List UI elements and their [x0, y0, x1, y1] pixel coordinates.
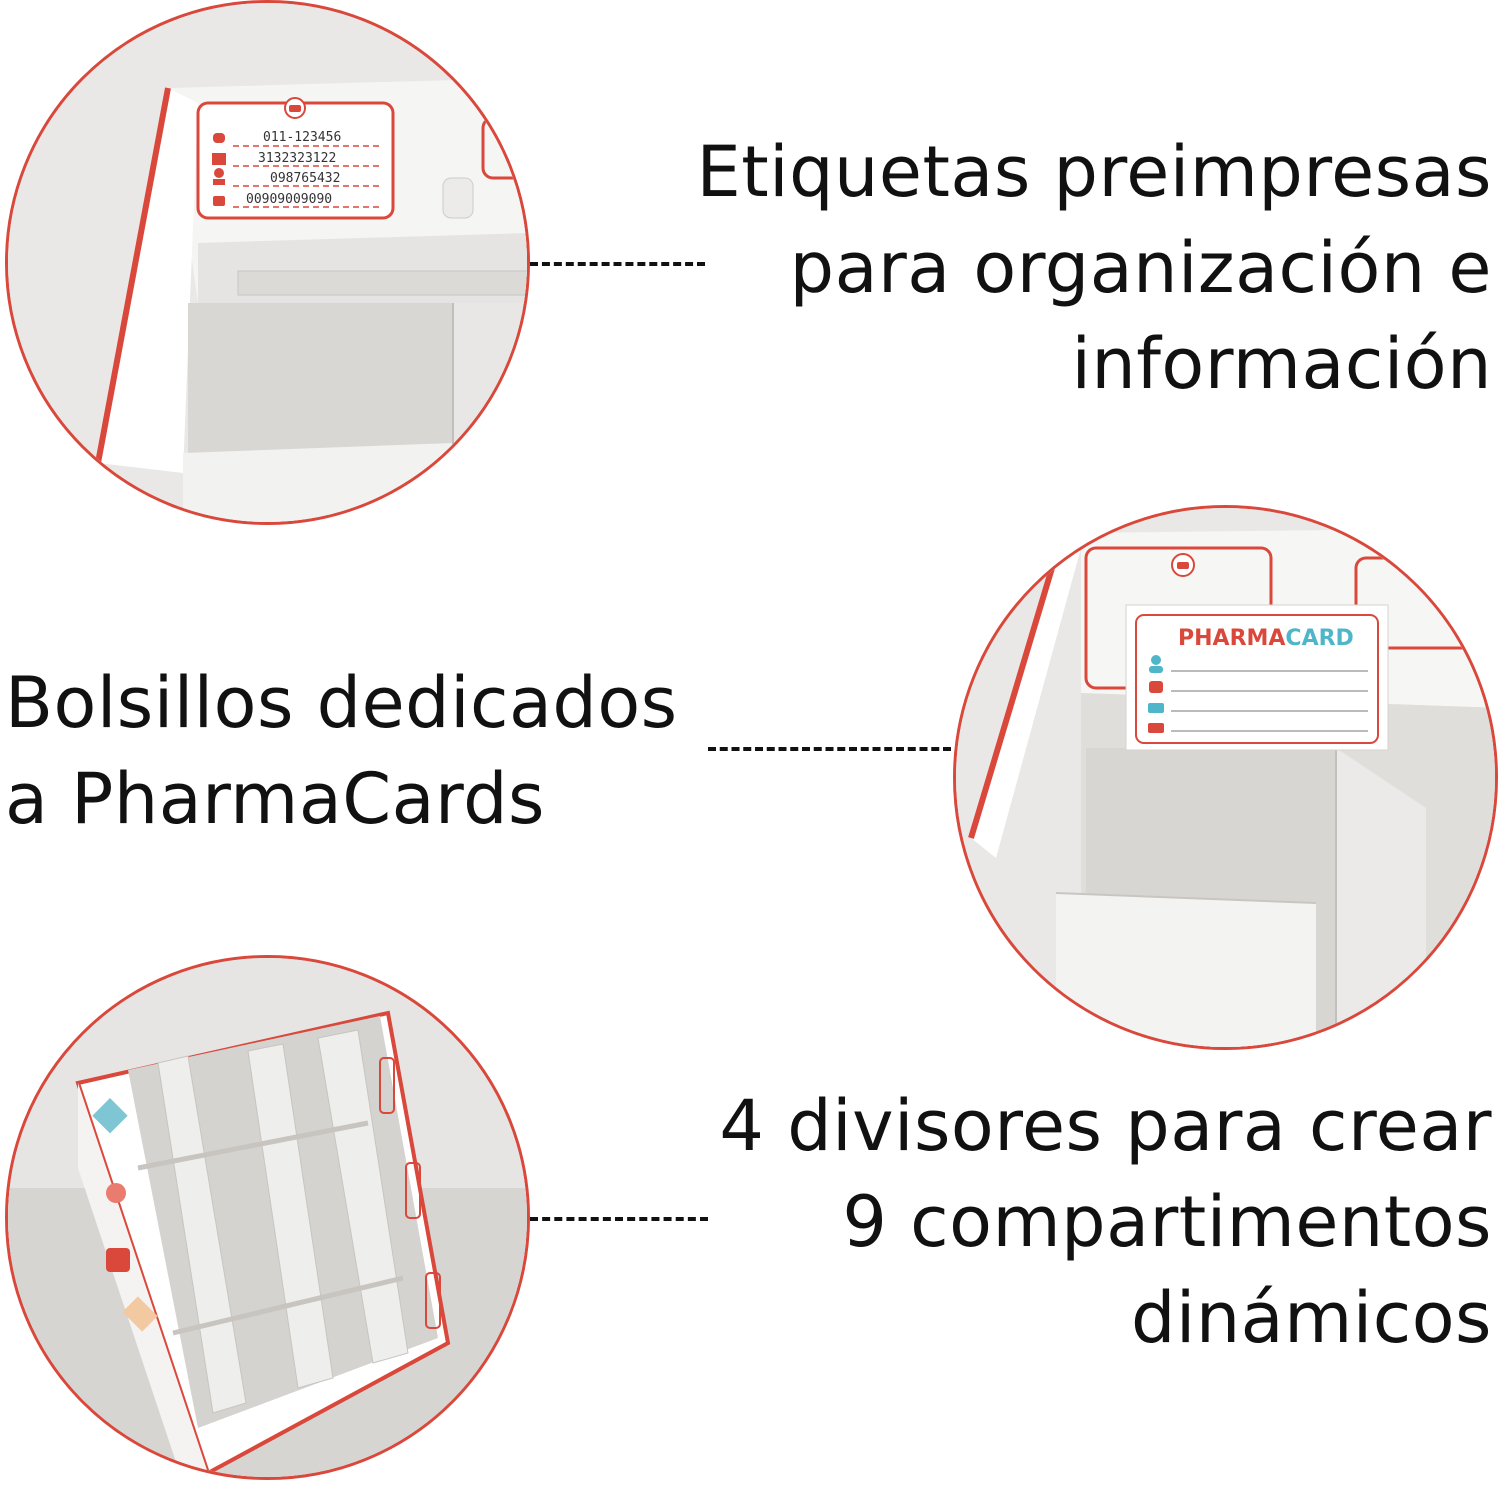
pharmacard-title-pharma: PHARMA [1178, 626, 1285, 651]
alarm-light-icon [213, 133, 225, 143]
labels-closeup-photo: 011-123456 3132323122 098765432 00909009… [5, 0, 530, 525]
telephone-icon [284, 97, 306, 119]
first-aid-icon [1148, 723, 1164, 733]
caption-line: 4 divisores para crear [719, 1085, 1492, 1167]
caption-line: 9 compartimentos [842, 1181, 1492, 1263]
label-code-value: 00909009090 [246, 192, 332, 207]
telephone-icon [1171, 553, 1195, 577]
dividers-closeup-photo [5, 955, 530, 1480]
caption-line: dinámicos [1130, 1277, 1492, 1359]
label-hospital-value: 3132323122 [258, 151, 336, 166]
doctor-icon [213, 168, 225, 185]
person-icon [1149, 655, 1163, 673]
caption-labels: Etiquetas preimpresas para organización … [696, 124, 1492, 412]
connector-line-3 [530, 1217, 708, 1221]
pharmacard-title-card: CARD [1285, 626, 1353, 651]
caption-line: Etiquetas preimpresas [696, 131, 1492, 213]
pill-bottle-icon [1149, 681, 1163, 693]
svg-text:PHARMACARD: PHARMACARD [1178, 626, 1354, 651]
connector-line-2 [708, 747, 951, 751]
pharmacard: PHARMACARD [1125, 604, 1389, 751]
connector-line-1 [530, 262, 705, 266]
caption-line: Bolsillos dedicados [5, 662, 678, 744]
caption-pockets: Bolsillos dedicados a PharmaCards [5, 655, 678, 847]
id-card-icon [1148, 703, 1164, 713]
hospital-icon [212, 153, 226, 165]
caption-line: información [1071, 323, 1492, 405]
label-phone-value: 011-123456 [263, 130, 341, 145]
caption-line: para organización e [789, 227, 1492, 309]
label-doctor-value: 098765432 [270, 171, 340, 186]
caption-dividers: 4 divisores para crear 9 compartimentos … [719, 1078, 1492, 1366]
caption-line: a PharmaCards [5, 758, 545, 840]
lock-icon [213, 196, 225, 206]
pharmacard-pocket-photo: PHARMACARD [953, 505, 1498, 1050]
